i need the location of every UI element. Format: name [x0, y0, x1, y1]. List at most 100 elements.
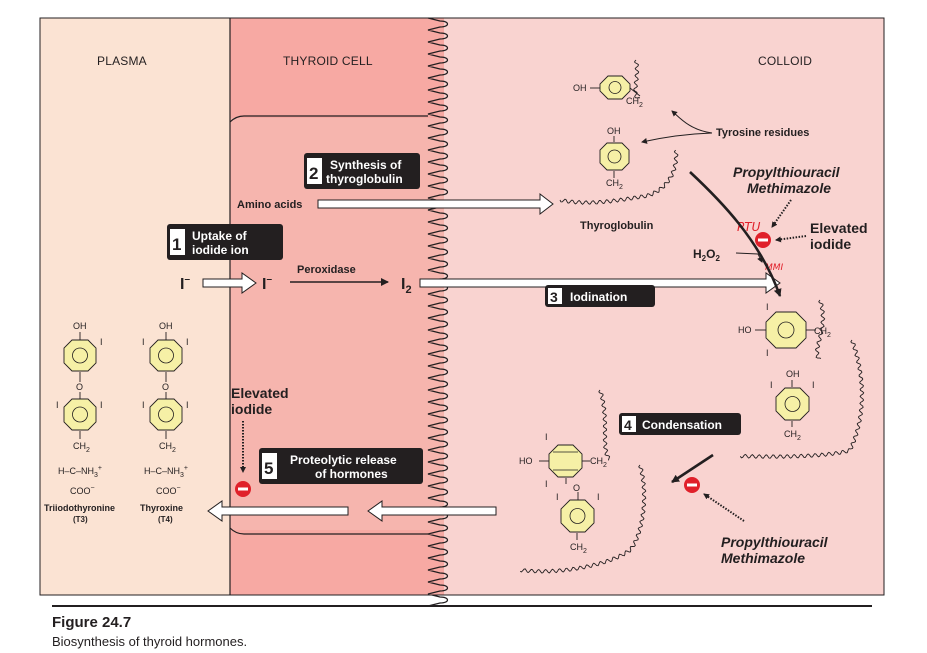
cell-junction-bottom — [229, 527, 428, 535]
oxygen-label: O — [162, 382, 169, 392]
coupled-ring-top: HO CH2 I I O — [519, 432, 607, 500]
elevated-iodide-colloid-line2: iodide — [810, 236, 851, 252]
step-1-text-line1: Uptake of — [192, 229, 248, 243]
tyrosine-ring-top: OH CH2 — [573, 75, 643, 109]
step-4-number: 4 — [624, 417, 632, 433]
iodine-label: I — [545, 432, 548, 442]
diiodotyrosine-ring-2: OH I I CH2 — [770, 369, 815, 442]
figure-caption: Figure 24.7 Biosynthesis of thyroid horm… — [52, 605, 872, 649]
amino-acids-label: Amino acids — [237, 199, 302, 211]
t4-structure: OH I I O I I CH2 H–C–NH3+ COO− Thyroxine… — [140, 321, 189, 524]
ch2-label: CH2 — [590, 456, 607, 469]
step-2-number: 2 — [309, 164, 318, 183]
amino-label: H–C–NH3+ — [144, 465, 188, 479]
ho-label: HO — [519, 456, 533, 466]
diiodotyrosine-ring-1: HO CH2 I I — [738, 302, 831, 358]
carboxyl-label: COO− — [156, 485, 181, 496]
caption-rule — [52, 605, 872, 607]
step-2-label: 2 Synthesis of thyroglobulin — [304, 153, 420, 189]
step-2-text-line1: Synthesis of — [330, 158, 402, 172]
tyrosine-pointer-1 — [671, 110, 713, 134]
protein-chain — [519, 464, 647, 574]
h2o2-label: H2O2 — [693, 247, 720, 263]
iodine-label: I — [100, 337, 103, 347]
ch2-label: CH2 — [626, 96, 643, 109]
iodine-label: I — [56, 400, 59, 410]
tyrosine-residues-label: Tyrosine residues — [716, 127, 809, 139]
release-arrow-colloid — [367, 500, 497, 522]
protein-chain — [598, 389, 611, 461]
inhibition-colloid-bottom-icon — [684, 477, 700, 493]
h2o2-arrow — [735, 252, 763, 263]
ch2-label: CH2 — [606, 178, 623, 191]
iodine-label: I — [142, 400, 145, 410]
oh-label: OH — [73, 321, 87, 331]
step-3-label: 3 Iodination — [545, 285, 655, 307]
handwritten-mmi: MMI — [765, 263, 784, 273]
step-5-text-line1: Proteolytic release — [290, 453, 397, 467]
drug-top-line1: Propylthiouracil — [733, 164, 841, 180]
release-arrow-plasma — [207, 500, 349, 522]
protein-chain — [814, 299, 826, 359]
iodine-molecule: I2 — [401, 276, 412, 296]
iodine-label: I — [186, 400, 189, 410]
elevated-iodide-cell-line2: iodide — [231, 401, 272, 417]
ch2-label: CH2 — [784, 429, 801, 442]
elevated-iodide-colloid-arrow — [775, 235, 807, 243]
ch2-label: CH2 — [159, 441, 176, 454]
oh-label: OH — [159, 321, 173, 331]
inhibition-colloid-top-icon — [755, 232, 771, 248]
t4-name: Thyroxine — [140, 503, 183, 513]
condensation-arrow — [671, 453, 714, 484]
drug-top-arrow — [771, 199, 792, 228]
step-5-number: 5 — [264, 459, 273, 478]
cell-junction-top — [229, 115, 428, 123]
oh-label: OH — [786, 369, 800, 379]
step-3-number: 3 — [550, 289, 558, 305]
t4-abbr: (T4) — [158, 515, 173, 524]
step-5-label: 5 Proteolytic release of hormones — [259, 448, 423, 484]
step-1-label: 1 Uptake of iodide ion — [167, 224, 283, 260]
amino-label: H–C–NH3+ — [58, 465, 102, 479]
iodine-label: I — [766, 302, 769, 312]
iodine-label: I — [100, 400, 103, 410]
uptake-arrow — [202, 272, 257, 294]
iodine-label: I — [545, 479, 548, 489]
plasma-region — [40, 18, 230, 595]
figure-caption-text: Biosynthesis of thyroid hormones. — [52, 634, 248, 649]
colloid-title: COLLOID — [758, 54, 812, 68]
inhibition-cell-icon — [235, 481, 251, 497]
iodination-reaction-arrow — [689, 171, 782, 297]
oh-label: OH — [607, 126, 621, 136]
ch2-label: CH2 — [73, 441, 90, 454]
thyroid-cell-title: THYROID CELL — [283, 54, 373, 68]
iodine-label: I — [597, 492, 600, 502]
diagram-frame — [39, 17, 885, 596]
cell-iodide: I– — [262, 274, 272, 293]
ch2-label: CH2 — [570, 542, 587, 555]
tyrosine-ring-middle: OH CH2 — [599, 126, 630, 191]
step-4-text: Condensation — [642, 418, 722, 432]
peroxidase-label: Peroxidase — [297, 264, 356, 276]
t3-name: Triiodothyronine — [44, 503, 115, 513]
drug-bottom-line2: Methimazole — [721, 550, 805, 566]
iodine-label: I — [556, 492, 559, 502]
oh-label: OH — [573, 83, 587, 93]
step-3-text: Iodination — [570, 290, 627, 304]
thyroglobulin-label: Thyroglobulin — [580, 220, 654, 232]
drug-bottom-arrow — [703, 493, 745, 522]
colloid-region — [442, 18, 884, 595]
step-1-number: 1 — [172, 235, 181, 254]
ch2-label: CH2 — [814, 326, 831, 339]
drug-top-line2: Methimazole — [747, 180, 831, 196]
t3-structure: OH I O I I CH2 H–C–NH3+ COO− Triiodothyr… — [44, 321, 115, 524]
carboxyl-label: COO− — [70, 485, 95, 496]
step-4-label: 4 Condensation — [619, 413, 741, 435]
iodine-label: I — [142, 337, 145, 347]
plasma-title: PLASMA — [97, 54, 147, 68]
plasma-iodide: I– — [180, 274, 190, 293]
cell-top-band — [230, 18, 444, 118]
oxygen-label: O — [573, 483, 580, 493]
tyrosine-pointer-2 — [641, 132, 713, 144]
